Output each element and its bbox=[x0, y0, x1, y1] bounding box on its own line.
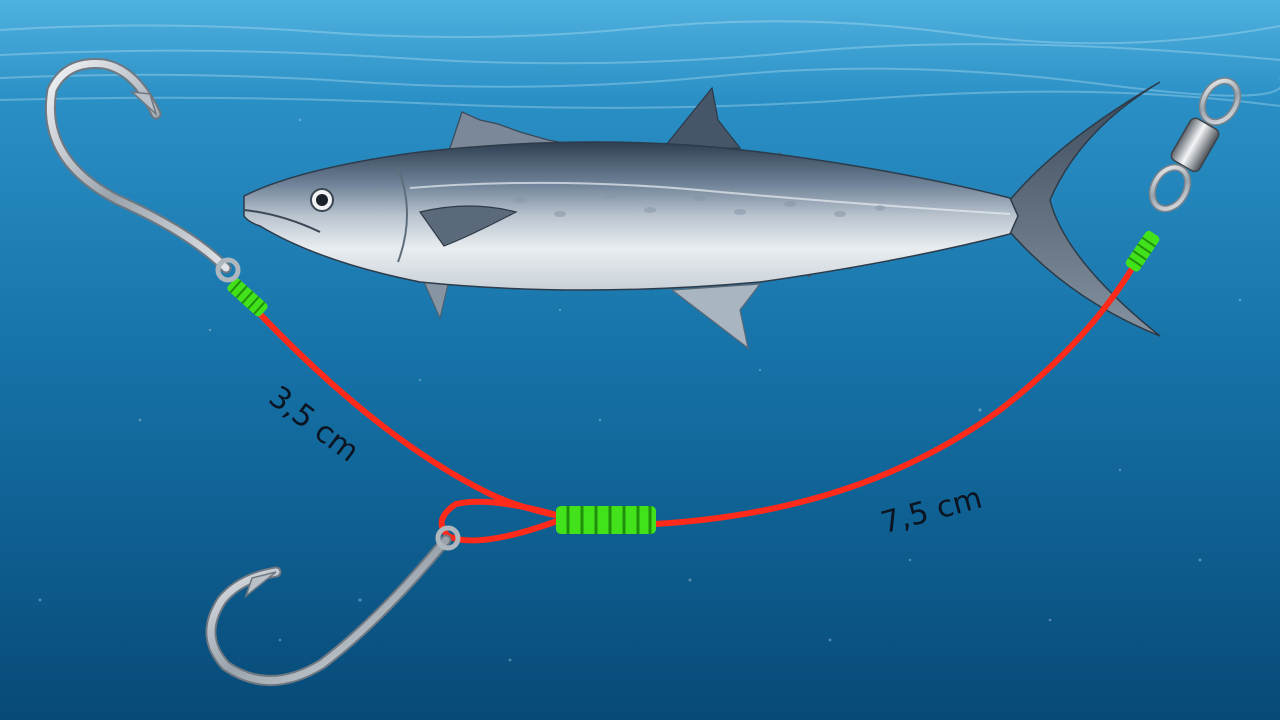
upper-hook bbox=[44, 58, 241, 283]
fish-anal-fin bbox=[670, 283, 762, 350]
upper-hook-binding bbox=[227, 278, 268, 317]
lower-hook-eye bbox=[435, 525, 461, 551]
fish-body bbox=[243, 141, 1019, 291]
upper-hook-eye bbox=[215, 257, 241, 283]
fish-tail bbox=[1009, 81, 1161, 337]
lower-leader-line bbox=[652, 259, 1139, 527]
fish-lateral-line bbox=[409, 181, 1011, 215]
middle-binding bbox=[556, 506, 656, 534]
water-surface-ripples bbox=[0, 20, 1280, 109]
swivel-binding bbox=[1125, 230, 1160, 272]
hook-loop-line bbox=[438, 498, 563, 544]
swivel bbox=[1148, 77, 1242, 213]
leader-lines bbox=[255, 259, 1139, 544]
fish-pectoral-fin bbox=[418, 205, 518, 247]
fish-mouth bbox=[243, 209, 321, 233]
fish bbox=[243, 81, 1161, 350]
fish-gill-cover bbox=[397, 167, 408, 263]
lower-hook bbox=[205, 525, 461, 686]
binding-wraps bbox=[227, 230, 1160, 534]
